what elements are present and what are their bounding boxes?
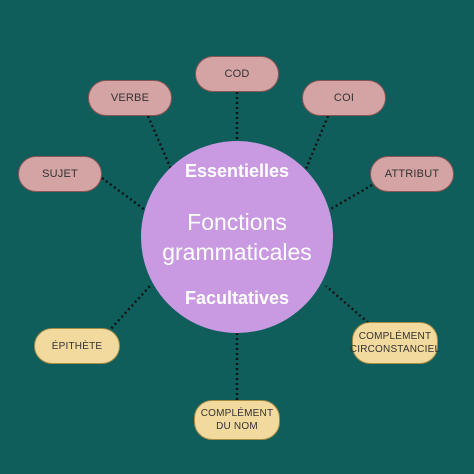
connector-complement-circonstanciel [325,285,373,327]
node-sujet-label: SUJET [42,168,78,180]
node-complement-circonstanciel: COMPLÉMENT CIRCONSTANCIEL [349,322,441,364]
node-attribut: ATTRIBUT [370,156,454,192]
center-title: Fonctions grammaticales [141,207,333,267]
connector-epithete [107,285,151,333]
essential-functions-label: Essentielles [184,161,290,181]
node-attribut-label: ATTRIBUT [384,168,440,180]
node-complement-du-nom-line2: DU NOM [216,421,258,432]
optional-functions-label: Facultatives [184,288,290,308]
node-complement-circonstanciel-line1: COMPLÉMENT [358,331,432,342]
node-verbe-label: VERBE [110,92,150,104]
connector-attribut [328,183,373,212]
center-title-line1: Fonctions [187,209,287,235]
node-complement-du-nom-line1: COMPLÉMENT [200,408,274,419]
node-cod-label: COD [224,68,250,80]
node-sujet: SUJET [18,156,102,192]
node-complement-du-nom: COMPLÉMENT DU NOM [194,400,280,440]
center-title-line2: grammaticales [162,239,312,265]
node-coi: COI [302,80,386,116]
node-verbe: VERBE [88,80,172,116]
node-epithete-label: ÉPITHÈTE [51,340,103,352]
node-complement-circonstanciel-line2: CIRCONSTANCIEL [349,344,441,355]
connector-sujet [101,177,146,211]
center-circle: Essentielles Fonctions grammaticales Fac… [141,141,333,333]
node-cod: COD [195,56,279,92]
node-epithete: ÉPITHÈTE [34,328,120,364]
node-coi-label: COI [333,92,355,104]
